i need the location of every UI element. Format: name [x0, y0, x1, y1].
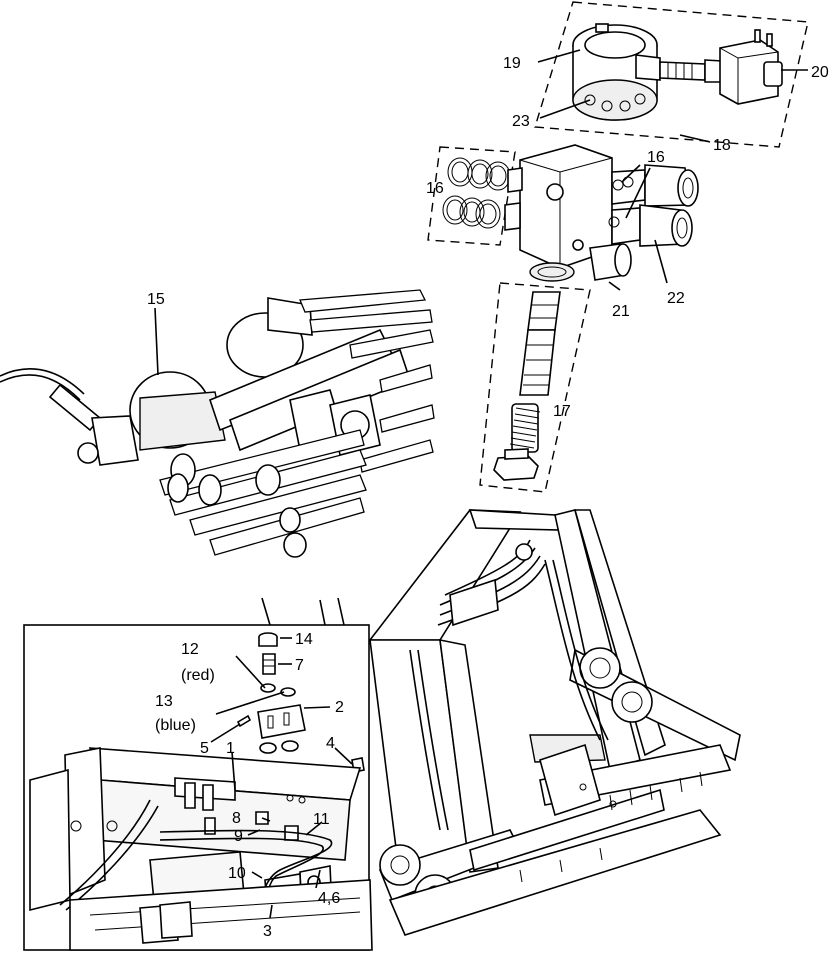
callout-18: 18: [713, 137, 731, 154]
callout-12-note: (red): [181, 667, 215, 684]
group-box-16: [427, 146, 516, 246]
callout-21: 21: [612, 303, 630, 320]
valve-manifold: [427, 144, 699, 291]
callout-20: 20: [811, 64, 829, 81]
callout-3: 3: [263, 923, 272, 940]
callout-14: 14: [295, 631, 313, 648]
callout-13-note: (blue): [155, 717, 196, 734]
callout-22: 22: [667, 290, 685, 307]
spool-assembly: [479, 282, 591, 493]
group-box-17: [479, 282, 591, 493]
callout-1: 1: [226, 740, 235, 757]
callout-labels: 19 20 23 18 16 16 22 21 15 17 14 12 (red…: [147, 55, 829, 940]
callout-7: 7: [295, 657, 304, 674]
group-box-18: [534, 1, 809, 148]
callout-11: 11: [313, 811, 330, 828]
callout-5: 5: [200, 740, 209, 757]
callout-17: 17: [553, 403, 571, 420]
inset-detail: [23, 624, 373, 951]
callout-10: 10: [228, 865, 246, 882]
callout-2: 2: [335, 699, 344, 716]
valve-bank-assembly: [0, 289, 435, 558]
callout-4-6: 4,6: [318, 890, 340, 907]
callout-8: 8: [232, 810, 241, 827]
callout-15: 15: [147, 291, 165, 308]
callout-13: 13: [155, 693, 173, 710]
callout-12: 12: [181, 641, 199, 658]
callout-16-right: 16: [647, 149, 665, 166]
callout-16-left: 16: [426, 180, 444, 197]
loader-frame: [261, 509, 741, 936]
solenoid-cartridge-assembly: [534, 1, 809, 148]
callout-19: 19: [503, 55, 521, 72]
callout-9: 9: [234, 828, 243, 845]
callout-4: 4: [326, 735, 335, 752]
callout-23: 23: [512, 113, 530, 130]
